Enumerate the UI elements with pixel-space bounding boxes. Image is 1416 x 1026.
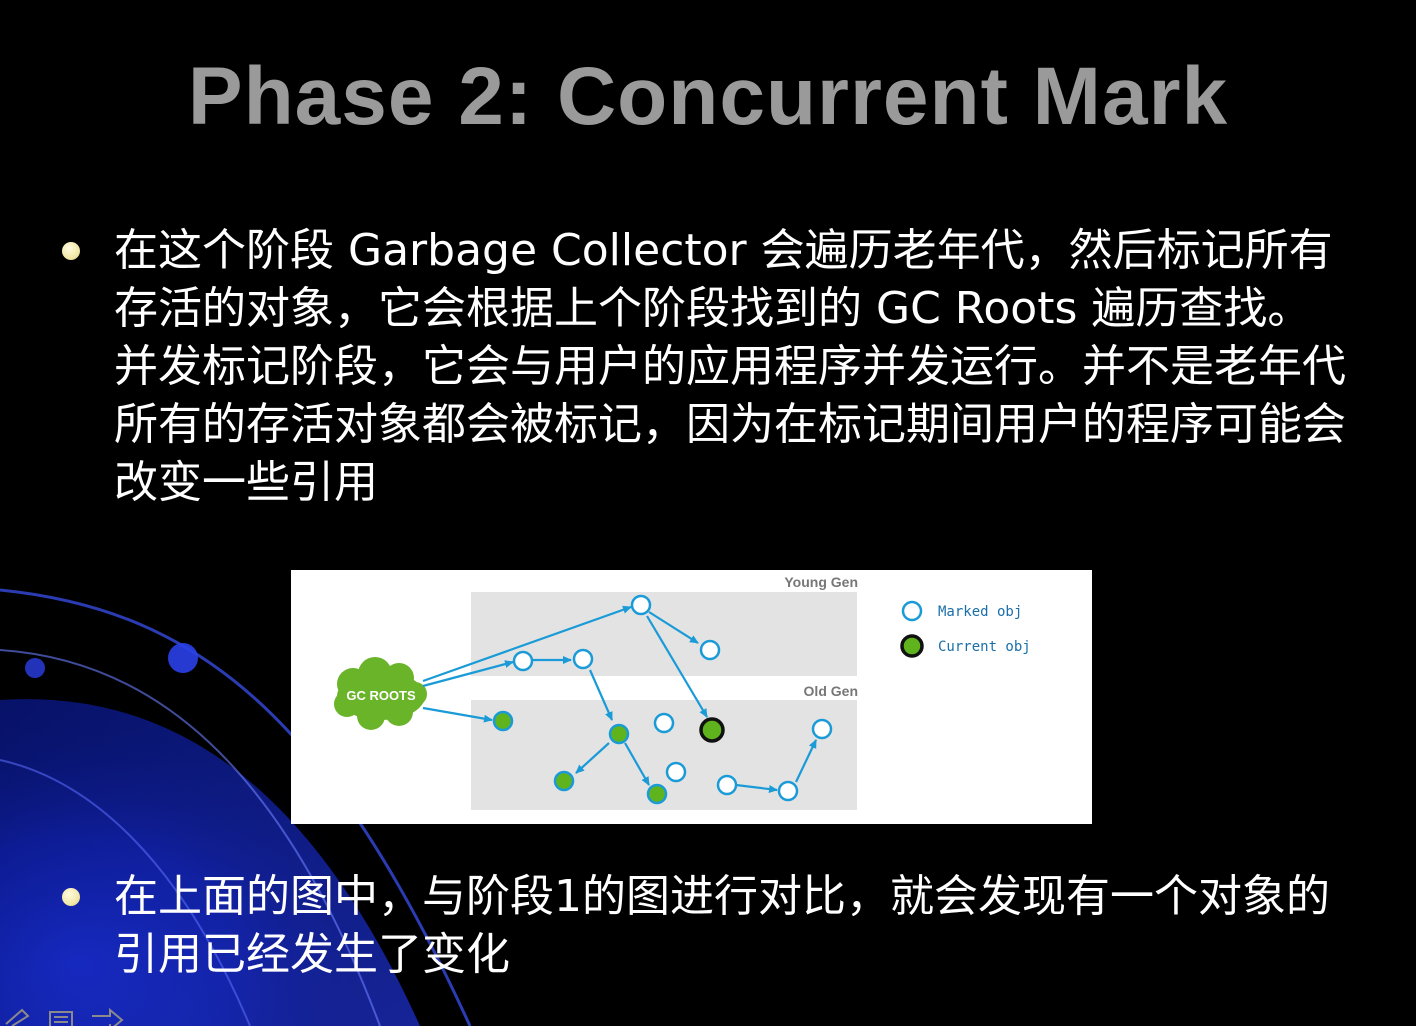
bullet-item: 在这个阶段 Garbage Collector 会遍历老年代，然后标记所有存活的… (62, 222, 1362, 512)
gc-roots-cloud: GC ROOTS (334, 657, 427, 730)
bullet-dot-icon (62, 888, 80, 906)
bullet-text: 在上面的图中，与阶段1的图进行对比，就会发现有一个对象的引用已经发生了变化 (114, 871, 1330, 980)
marked-obj-node (699, 639, 721, 661)
current-obj-legend-icon (900, 634, 924, 658)
reachable-obj-node (553, 770, 575, 792)
bullet-dot-icon (62, 242, 80, 260)
young-gen-region (471, 592, 857, 676)
marked-obj-node (777, 780, 799, 802)
marked-obj-legend-icon (901, 600, 923, 622)
bullet-item: 在上面的图中，与阶段1的图进行对比，就会发现有一个对象的引用已经发生了变化 (62, 868, 1362, 984)
reachable-obj-node (492, 710, 514, 732)
diagram-canvas: Young Gen Old Gen GC ROOTS (334, 574, 1031, 810)
reachable-obj-node (608, 723, 630, 745)
marked-obj-node (653, 712, 675, 734)
current-obj-node (699, 717, 725, 743)
marked-obj-node (512, 650, 534, 672)
gc-mark-diagram: Young Gen Old Gen GC ROOTS (291, 570, 1092, 824)
reference-edges (422, 605, 817, 794)
marked-obj-node (665, 761, 687, 783)
marked-obj-legend-label: Marked obj (938, 604, 1022, 620)
marked-obj-node (716, 774, 738, 796)
marked-obj-node (811, 718, 833, 740)
old-gen-label: Old Gen (804, 683, 858, 699)
slide-title: Phase 2: Concurrent Mark (187, 51, 1229, 142)
gc-roots-label: GC ROOTS (346, 688, 416, 703)
pen-icon (5, 1008, 30, 1026)
diagram-legend: Marked obj Current obj (900, 600, 1031, 658)
menu-icon (49, 1011, 73, 1026)
bullet-text: 在这个阶段 Garbage Collector 会遍历老年代，然后标记所有存活的… (114, 225, 1346, 508)
marked-obj-node (630, 594, 652, 616)
reachable-obj-node (646, 783, 668, 805)
object-nodes (492, 594, 833, 805)
current-obj-legend-label: Current obj (938, 639, 1031, 655)
young-gen-label: Young Gen (784, 574, 858, 590)
marked-obj-node (572, 648, 594, 670)
slideshow-toolbar[interactable] (0, 1002, 130, 1026)
next-arrow-icon (92, 1007, 124, 1026)
